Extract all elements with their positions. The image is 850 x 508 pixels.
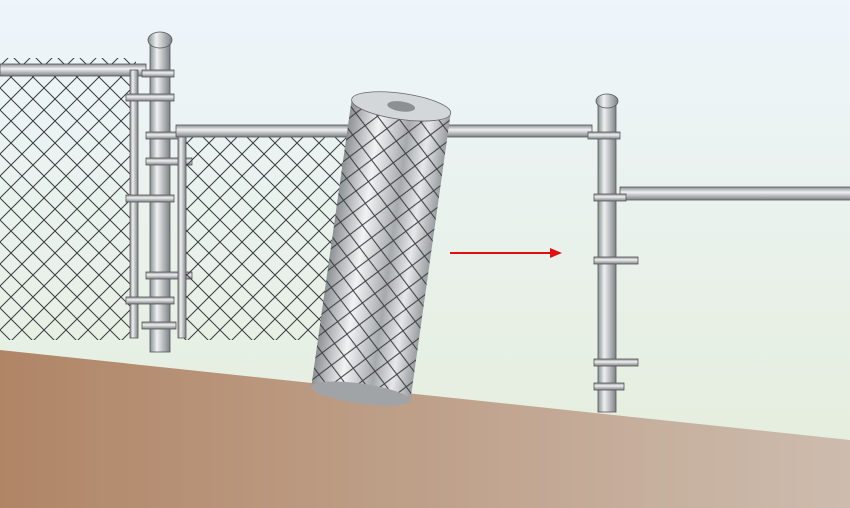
chain-link-roll (311, 91, 452, 406)
left-top-rail (0, 63, 147, 77)
roll-core-hole (387, 101, 416, 112)
left-post-cap (147, 31, 173, 49)
left-tension-bar (129, 69, 139, 339)
right-post-bands (587, 131, 639, 391)
left-chain-link-mesh (0, 58, 136, 340)
right-extension-rail (619, 186, 850, 201)
direction-arrow (450, 248, 562, 258)
ground-slope (0, 350, 850, 508)
right-post-cap (595, 93, 619, 109)
left-post-bands (125, 69, 193, 330)
middle-tension-bar (177, 127, 187, 339)
